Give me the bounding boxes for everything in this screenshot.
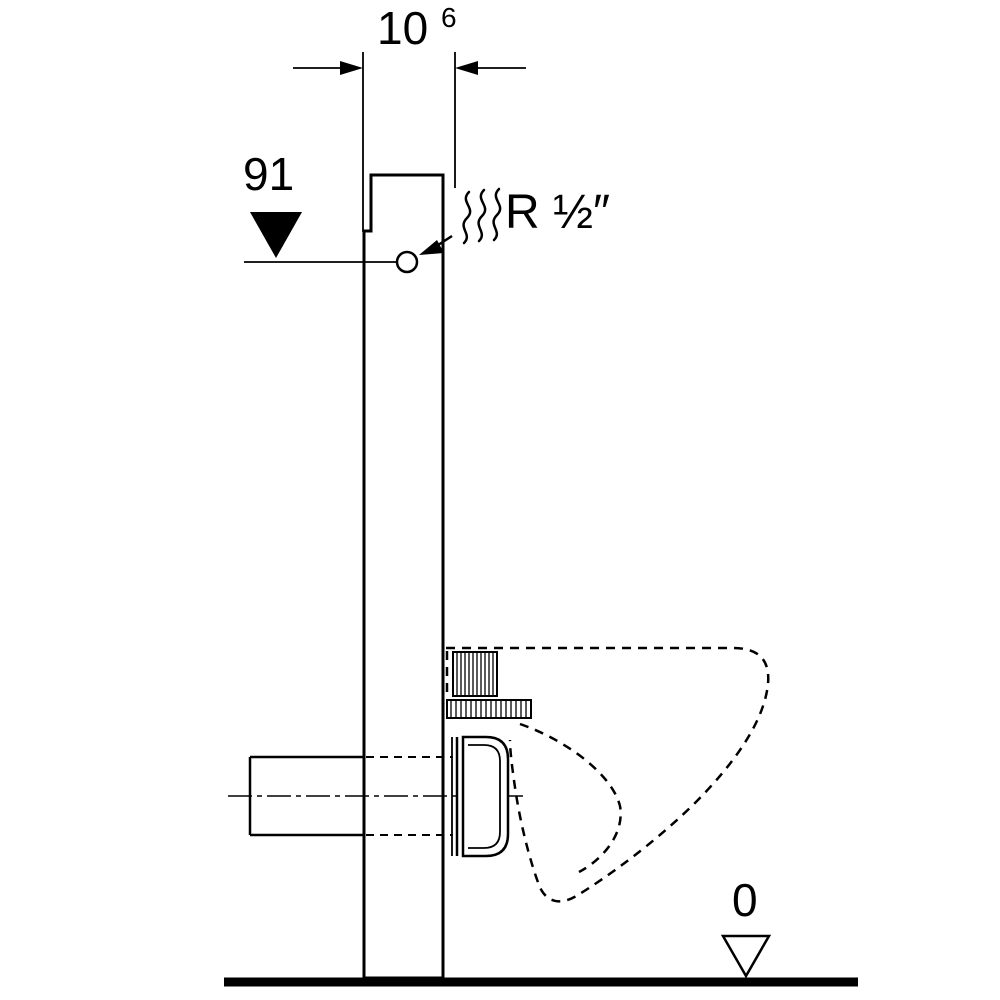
floor: 0 — [224, 874, 858, 987]
level-marker-filled-icon — [250, 212, 302, 258]
flex-hose-icon — [492, 187, 502, 242]
wc-inner-bowl-dashed-outline — [519, 722, 622, 874]
supply-connection-label: R ½″ — [505, 186, 610, 239]
floor-level-zero-label: 0 — [732, 874, 758, 926]
level-marker-91: 91 — [243, 148, 419, 274]
supply-connection: R ½″ — [419, 186, 610, 255]
flex-hose-icon — [477, 188, 487, 243]
bracket-plate — [446, 699, 532, 719]
level-marker-open-icon — [720, 934, 772, 979]
flush-connector-outline — [461, 735, 510, 858]
height-91-label: 91 — [243, 148, 294, 200]
bracket-plate-hatch — [450, 701, 527, 717]
flush-connector-inner-line — [468, 744, 501, 849]
width-dimension: 10 6 — [293, 2, 526, 232]
fixing-bracket — [446, 651, 532, 719]
threaded-rod-block — [452, 651, 498, 697]
sanitary-module-outline — [362, 173, 445, 980]
wc-pan — [445, 646, 770, 903]
sanitary-module — [362, 173, 445, 980]
wc-pan-dashed-outline — [446, 646, 770, 903]
threaded-rod-hatch — [456, 653, 494, 695]
pointer-arrow-icon — [419, 240, 444, 255]
flush-bend-connector — [451, 735, 510, 858]
dimension-arrow-right-icon — [340, 61, 363, 75]
flex-hose-icon — [462, 190, 472, 245]
water-connection-icon — [395, 250, 419, 274]
width-dimension-label: 10 — [377, 2, 428, 54]
dimension-arrow-left-icon — [455, 61, 478, 75]
width-dimension-exponent: 6 — [441, 2, 457, 33]
